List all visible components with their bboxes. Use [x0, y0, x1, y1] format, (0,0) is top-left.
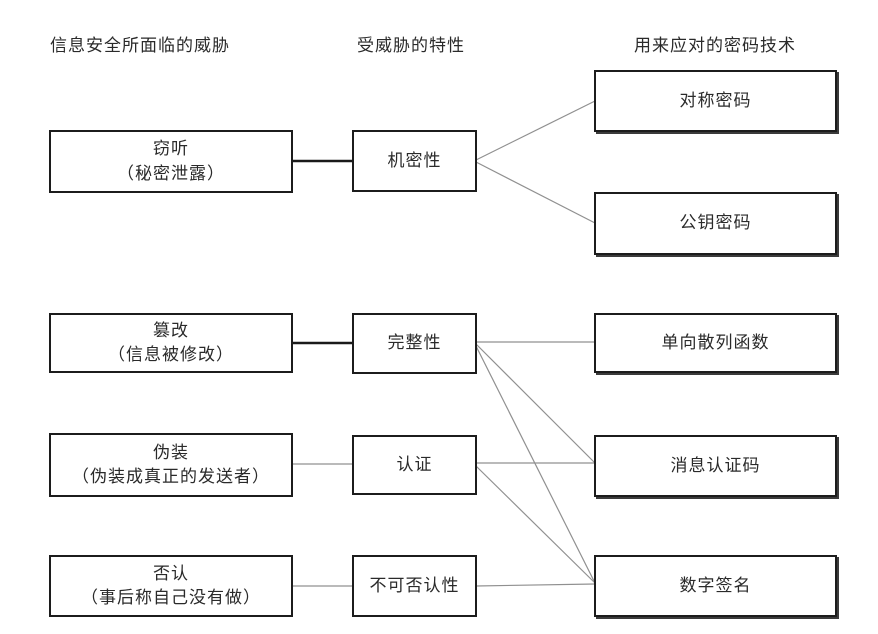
- node-label: （伪装成真正的发送者）: [72, 467, 270, 486]
- edge-integrity-to-digital-signature: [475, 345, 596, 584]
- node-label: 单向散列函数: [661, 332, 770, 352]
- node-label: 认证: [396, 454, 433, 474]
- node-label: （事后称自己没有做）: [81, 588, 261, 607]
- node-tampering: 篡改 （信息被修改）: [49, 313, 293, 373]
- column-header-properties: 受威胁的特性: [357, 36, 465, 55]
- node-integrity: 完整性: [352, 313, 477, 374]
- edge-non-repudiation-to-digital-signature: [475, 583, 596, 587]
- node-label: 否认: [153, 563, 189, 583]
- node-label: 篡改: [153, 320, 189, 340]
- edge-confidentiality-to-public-key-cipher: [475, 161, 596, 224]
- node-label: 伪装: [153, 442, 189, 462]
- column-header-techniques: 用来应对的密码技术: [634, 36, 796, 55]
- node-label: 不可否认性: [369, 575, 460, 595]
- node-label: 窃听: [153, 139, 189, 159]
- node-mac: 消息认证码: [594, 435, 837, 497]
- edge-authentication-to-digital-signature: [475, 465, 596, 584]
- node-one-way-hash: 单向散列函数: [594, 313, 837, 373]
- edge-integrity-to-mac: [475, 343, 596, 464]
- node-label: （信息被修改）: [108, 345, 234, 364]
- node-label: （秘密泄露）: [117, 163, 225, 183]
- node-label: 公钥密码: [679, 213, 752, 233]
- node-eavesdropping: 窃听 （秘密泄露）: [49, 130, 293, 193]
- node-symmetric-cipher: 对称密码: [594, 70, 837, 132]
- node-spoofing: 伪装 （伪装成真正的发送者）: [49, 433, 293, 497]
- node-label: 数字签名: [679, 575, 752, 595]
- node-repudiation: 否认 （事后称自己没有做）: [49, 555, 293, 617]
- column-header-threats: 信息安全所面临的威胁: [50, 36, 230, 55]
- node-digital-signature: 数字签名: [594, 555, 837, 617]
- node-public-key-cipher: 公钥密码: [594, 192, 837, 255]
- node-non-repudiation: 不可否认性: [352, 555, 477, 617]
- node-label: 消息认证码: [670, 455, 761, 475]
- node-confidentiality: 机密性: [352, 130, 477, 192]
- node-label: 对称密码: [679, 90, 752, 110]
- node-authentication: 认证: [352, 435, 477, 495]
- edge-confidentiality-to-symmetric-cipher: [475, 100, 596, 161]
- node-label: 机密性: [387, 150, 442, 170]
- node-label: 完整性: [387, 333, 442, 353]
